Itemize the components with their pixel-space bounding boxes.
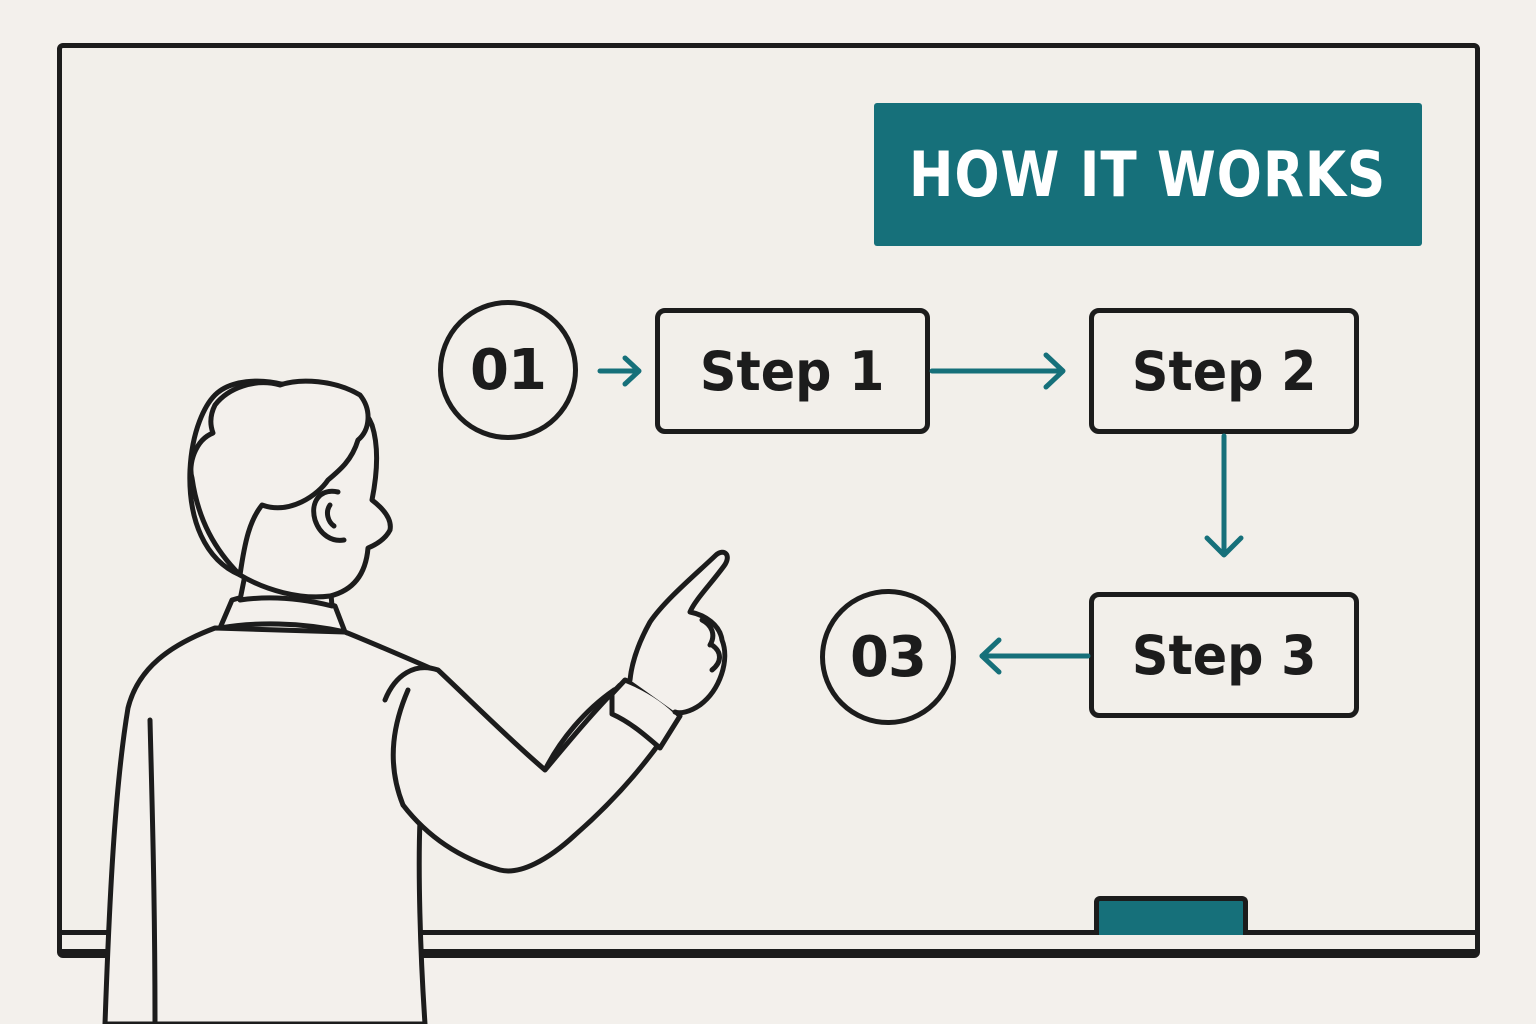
step-2-box: Step 2	[1089, 308, 1359, 434]
step-1-box: Step 1	[655, 308, 930, 434]
arrow-right-icon	[597, 355, 642, 387]
step-1-label: Step 1	[700, 339, 885, 403]
end-number-badge: 03	[820, 589, 956, 725]
pointing-hand	[627, 549, 730, 716]
page-title: HOW IT WORKS	[909, 138, 1387, 211]
step-3-label: Step 3	[1131, 623, 1317, 687]
step-2-label: Step 2	[1131, 339, 1317, 403]
arrow-left-icon	[979, 637, 1091, 675]
end-number-label: 03	[850, 624, 927, 690]
arrow-down-icon	[1204, 433, 1244, 558]
eraser-icon	[1094, 896, 1248, 935]
start-number-label: 01	[470, 337, 547, 403]
start-number-badge: 01	[438, 300, 578, 440]
cuff	[609, 677, 683, 751]
hair	[188, 378, 371, 578]
arrow-right-icon	[929, 352, 1066, 390]
step-3-box: Step 3	[1089, 592, 1359, 718]
title-banner: HOW IT WORKS	[874, 103, 1422, 246]
